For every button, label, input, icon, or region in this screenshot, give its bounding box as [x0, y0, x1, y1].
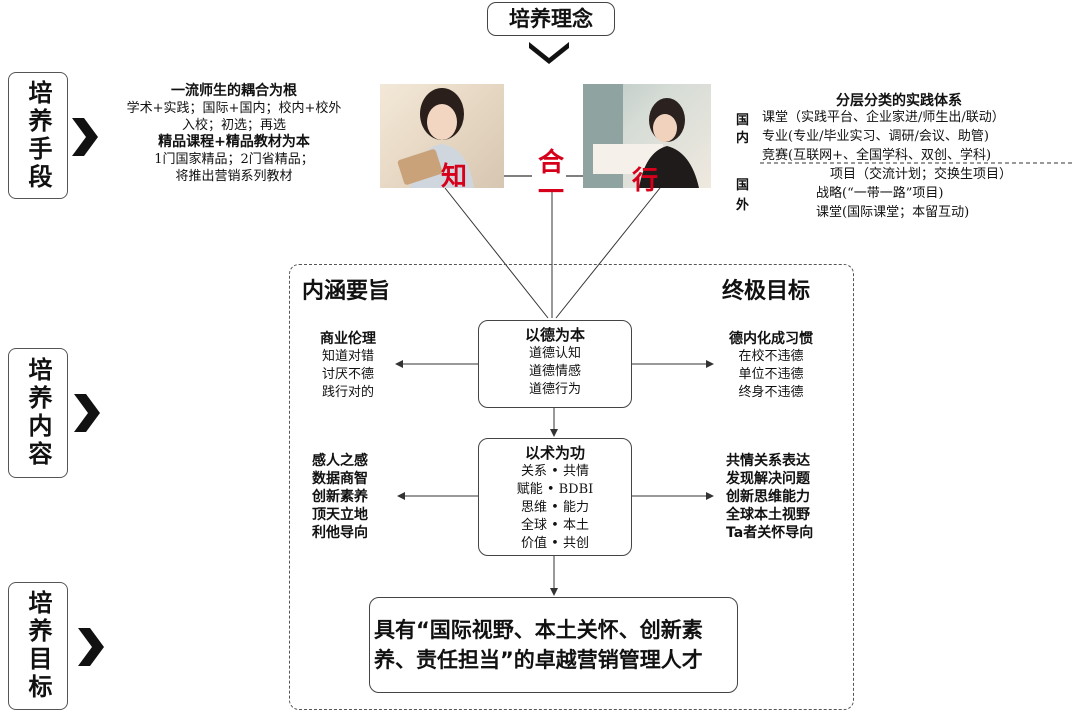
- goal-box: 具有“国际视野、本土关怀、创新素 养、责任担当”的卓越营销管理人才: [369, 597, 738, 693]
- ability-item: 共情关系表达: [726, 453, 810, 469]
- practice-domestic-item: 课堂（实践平台、企业家进/师生出/联动）: [762, 110, 1005, 125]
- side-label-means: 培养手段: [8, 72, 68, 199]
- side-label-goal: 培养目标: [8, 582, 68, 710]
- ethics-list: 商业伦理 知道对错 讨厌不德 践行对的: [312, 330, 384, 402]
- morality-item: 道德行为: [528, 382, 581, 397]
- practice-foreign-list: 项目（交流计划；交换生项目） 战略(“一带一路”项目) 课堂(国际课堂；本留互动…: [816, 165, 1012, 222]
- photo-student-working: [583, 84, 711, 188]
- quality-item: 顶天立地: [312, 507, 368, 523]
- side-label-content: 培养内容: [8, 348, 68, 478]
- practice-domestic-item: 专业(专业/毕业实习、调研/会议、助管): [762, 129, 989, 144]
- faculty-line: 入校；初选；再选: [181, 118, 286, 133]
- goal-line: 具有“国际视野、本土关怀、创新素: [374, 618, 703, 642]
- quality-item: 感人之感: [312, 453, 368, 469]
- habit-item: 单位不违德: [738, 367, 804, 382]
- chevron-right-icon: [78, 628, 104, 666]
- faculty-title: 一流师生的耦合为根: [171, 83, 297, 99]
- practice-foreign-item: 课堂(国际课堂；本留互动): [816, 205, 970, 220]
- frame-right-title: 终极目标: [722, 279, 811, 304]
- skills-card: 以术为功 关系 • 共情 赋能 • BDBI 思维 • 能力 全球 • 本土 价…: [478, 438, 632, 556]
- label-xing: 行: [632, 166, 659, 196]
- ethics-item: 践行对的: [321, 385, 374, 400]
- chevron-right-icon: [74, 394, 100, 432]
- skills-title: 以术为功: [524, 444, 585, 462]
- abilities-list: 共情关系表达 发现解决问题 创新思维能力 全球本土视野 Ta者关怀导向: [726, 452, 813, 542]
- practice-foreign-item: 战略(“一带一路”项目): [816, 186, 944, 201]
- quality-item: 数据商智: [312, 471, 368, 487]
- ability-item: Ta者关怀导向: [726, 525, 814, 541]
- ability-item: 全球本土视野: [726, 507, 810, 523]
- label-he: 合: [538, 148, 565, 178]
- line-zhi-to-morality: [444, 187, 549, 319]
- ability-item: 发现解决问题: [726, 471, 810, 487]
- label-yi: 一: [538, 178, 565, 208]
- morality-title: 以德为本: [524, 326, 585, 344]
- morality-item: 道德认知: [528, 346, 581, 361]
- skills-item: 关系 • 共情: [521, 464, 589, 479]
- label-zhi: 知: [441, 162, 468, 192]
- practice-domestic-label: 国内: [736, 113, 750, 146]
- line-xing-to-morality: [555, 187, 661, 319]
- skills-item: 思维 • 能力: [521, 500, 589, 515]
- habit-item: 在校不违德: [738, 349, 804, 364]
- qualities-list: 感人之感 数据商智 创新素养 顶天立地 利他导向: [312, 452, 368, 542]
- chevron-right-icon: [72, 118, 98, 156]
- goal-line: 养、责任担当”的卓越营销管理人才: [374, 648, 703, 672]
- concept-title: 培养理念: [487, 2, 615, 36]
- chevron-down-icon: [529, 42, 569, 64]
- practice-domestic-list: 课堂（实践平台、企业家进/师生出/联动） 专业(专业/毕业实习、调研/会议、助管…: [762, 108, 1005, 165]
- photo-student-reading: [380, 84, 504, 188]
- quality-item: 利他导向: [312, 525, 368, 541]
- ethics-item: 讨厌不德: [321, 367, 374, 382]
- practice-foreign-label: 国外: [736, 178, 750, 213]
- ethics-item: 知道对错: [321, 349, 374, 364]
- morality-item: 道德情感: [528, 364, 581, 379]
- practice-foreign-item: 项目（交流计划；交换生项目）: [830, 167, 1013, 182]
- skills-item: 赋能 • BDBI: [516, 482, 594, 497]
- practice-domestic-item: 竞赛(互联网+、全国学科、双创、学科): [762, 148, 992, 163]
- ability-item: 创新思维能力: [726, 489, 810, 505]
- quality-item: 创新素养: [312, 489, 368, 505]
- habit-title: 德内化成习惯: [729, 331, 813, 347]
- habit-list: 德内化成习惯 在校不违德 单位不违德 终身不违德: [718, 330, 824, 402]
- content-frame: [289, 264, 854, 710]
- habit-item: 终身不违德: [738, 385, 804, 400]
- courses-title: 精品课程+精品教材为本: [158, 134, 310, 150]
- skills-item: 全球 • 本土: [521, 518, 589, 533]
- practice-title: 分层分类的实践体系: [836, 93, 962, 109]
- frame-left-title: 内涵要旨: [302, 279, 391, 304]
- faculty-block: 一流师生的耦合为根 学术+实践；国际+国内；校内+校外 入校；初选；再选 精品课…: [100, 83, 368, 185]
- courses-line: 将推出营销系列教材: [175, 169, 293, 184]
- morality-card: 以德为本 道德认知 道德情感 道德行为: [478, 320, 632, 408]
- faculty-line: 学术+实践；国际+国内；校内+校外: [126, 101, 342, 116]
- skills-item: 价值 • 共创: [521, 536, 589, 551]
- courses-line: 1门国家精品；2门省精品；: [154, 152, 314, 167]
- ethics-title: 商业伦理: [320, 331, 376, 347]
